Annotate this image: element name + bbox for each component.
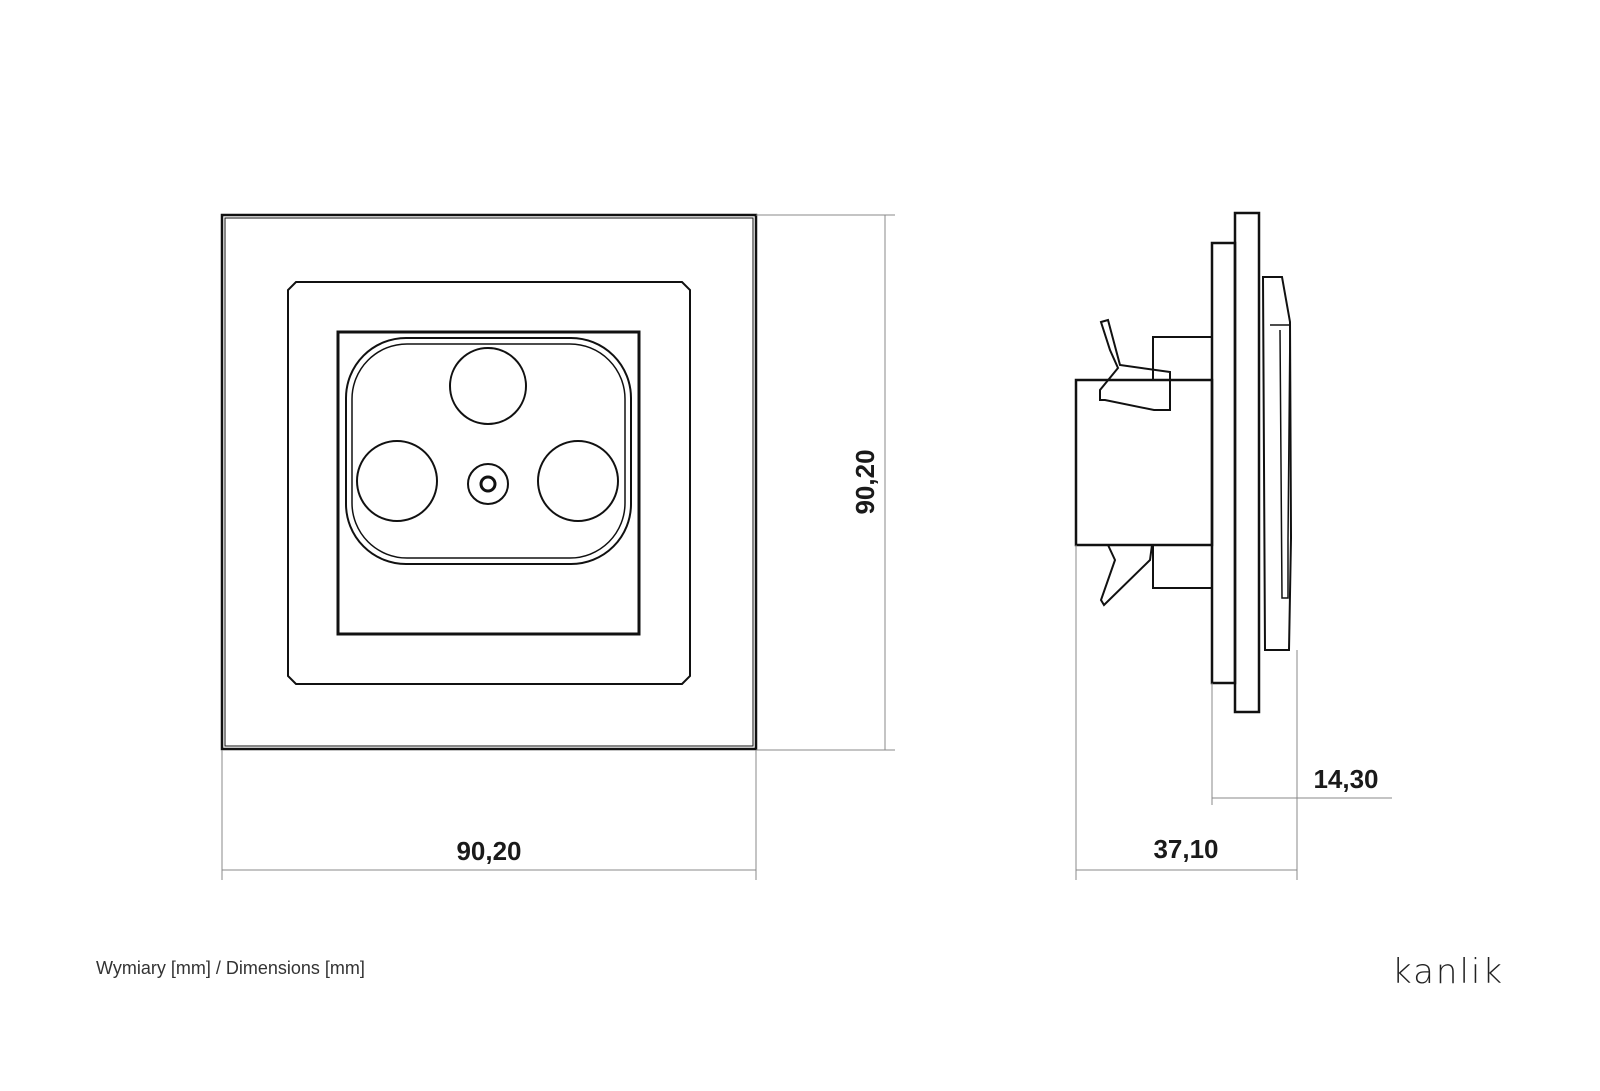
bottom-claw <box>1099 544 1154 607</box>
mounting-plate-side <box>1210 241 1237 685</box>
inner-frame <box>287 281 691 685</box>
side-view <box>1074 211 1293 714</box>
coax-pin <box>479 475 497 493</box>
coax-ring <box>467 463 509 505</box>
outer-frame <box>220 213 758 751</box>
front-view <box>220 213 758 751</box>
front-width-label: 90,20 <box>456 836 521 866</box>
side-front-label: 14,30 <box>1313 764 1378 794</box>
dimensions-caption: Wymiary [mm] / Dimensions [mm] <box>96 958 365 978</box>
front-dimension-lines <box>221 214 895 880</box>
frame-side <box>1233 211 1261 714</box>
socket-hole-right <box>537 440 619 522</box>
front-height-label: 90,20 <box>850 449 880 514</box>
top-claw <box>1099 318 1171 411</box>
brand-logo: kanlik <box>1392 952 1505 992</box>
insert-plate <box>336 330 641 636</box>
socket-face <box>345 337 632 565</box>
socket-hole-left <box>356 440 438 522</box>
cover-side <box>1261 276 1293 651</box>
side-depth-label: 37,10 <box>1153 834 1218 864</box>
socket-box <box>1074 378 1214 547</box>
side-dimension-lines <box>1075 545 1392 880</box>
socket-hole-top <box>449 347 527 425</box>
